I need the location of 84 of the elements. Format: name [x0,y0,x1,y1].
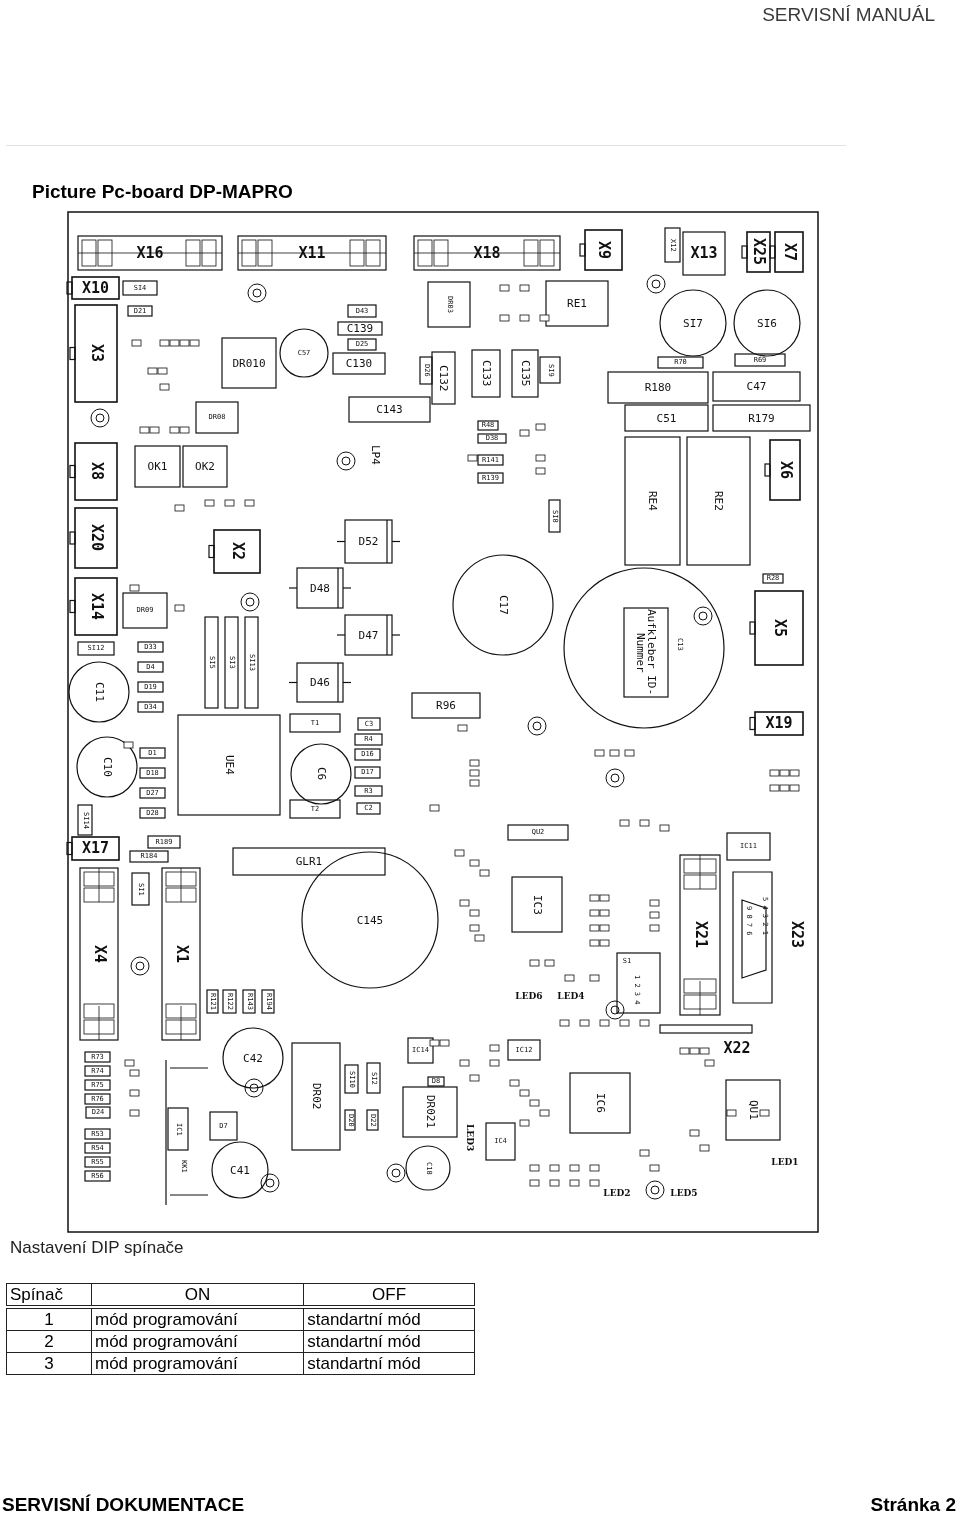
component-label: OK2 [195,461,215,472]
component-label: R96 [436,700,456,711]
table-cell: standartní mód [303,1352,475,1375]
table-cell: 3 [6,1352,92,1375]
component-label: LED5 [670,1189,698,1198]
component-label: X1 [173,944,189,964]
component-label: SI6 [757,317,777,329]
component-label: LED2 [603,1189,631,1198]
table-cell: 2 [6,1330,92,1353]
page-footer: SERVISNÍ DOKUMENTACE [2,1494,245,1516]
component-label: X25 [751,238,766,266]
component-label: X6 [777,460,793,480]
component-label: C6 [315,767,327,781]
table-cell: standartní mód [303,1307,475,1331]
component-label: X21 [692,921,708,949]
component-label: IC3 [531,894,543,915]
component-label: C145 [356,914,384,926]
component-label: SI7 [683,317,703,329]
component-label: C130 [345,358,373,369]
page-header: SERVISNÍ MANUÁL [762,4,935,26]
table-cell: standartní mód [303,1330,475,1353]
component-label: LP4 [369,445,381,465]
table-cell: 1 [6,1307,92,1331]
component-label: C143 [376,404,403,415]
component-label: DR02 [310,1083,322,1110]
component-label: X7 [781,242,797,262]
component-label: DR010 [232,357,266,369]
component-label: GLR1 [295,856,323,867]
component-label: X10 [81,280,110,296]
component-label: X8 [88,462,104,481]
component-label: C47 [746,381,767,392]
component-label: X17 [81,841,110,856]
component-label: X13 [690,246,718,261]
component-label: DR021 [424,1095,436,1129]
component-label: C133 [480,360,492,387]
component-label: X4 [91,944,107,964]
component-label: LED6 [515,991,543,1001]
component-label: C17 [497,595,509,615]
table-cell: mód programování [91,1330,304,1353]
component-label: X20 [88,524,104,552]
component-label: X14 [88,592,104,621]
component-label: X3 [88,344,104,363]
component-label: LED3 [464,1124,474,1152]
component-label: R180 [644,382,672,393]
component-label: C51 [656,412,677,424]
component-label: C41 [230,1164,250,1176]
component-label: X16 [136,245,164,261]
component-label: LED1 [771,1158,799,1167]
component-label: LED4 [557,991,585,1001]
component-label: OK1 [147,461,168,472]
component-label: R179 [748,412,775,424]
component-label: X22 [723,1040,751,1056]
component-label: X23 [788,921,804,949]
column-header: OFF [303,1283,475,1307]
column-header: ON [91,1283,304,1307]
table-cell: mód programování [91,1352,304,1375]
component-label: RE4 [647,491,658,511]
component-label: Aufkleber ID-Nummer [635,608,657,697]
component-label: RE2 [713,491,724,511]
diagram-title: Picture Pc-board DP-MAPRO [32,181,293,203]
component-label: D47 [358,629,379,641]
component-label: IC6 [594,1093,606,1113]
component-label: X5 [771,618,787,638]
component-label: X18 [473,245,501,261]
component-label: C139 [346,323,374,334]
component-label: RE1 [567,298,587,309]
component-label: UE4 [223,755,235,775]
component-label: D48 [310,582,330,594]
component-label: D52 [358,536,379,547]
component-label: C132 [438,364,449,392]
component-label: C42 [243,1052,263,1064]
component-label: X9 [596,240,611,260]
page-number: Stránka 2 [870,1494,956,1516]
component-label: C11 [93,682,105,702]
table-cell: mód programování [91,1307,304,1331]
component-label: D46 [310,677,330,688]
component-label: C135 [519,360,531,387]
component-label: C10 [101,757,113,777]
component-label: X11 [298,245,326,261]
component-label: X19 [765,716,793,731]
component-label: QU1 [747,1100,759,1120]
component-label: X2 [229,542,245,561]
table-caption: Nastavení DIP spínače [10,1238,184,1258]
column-header: Spínač [6,1283,92,1307]
